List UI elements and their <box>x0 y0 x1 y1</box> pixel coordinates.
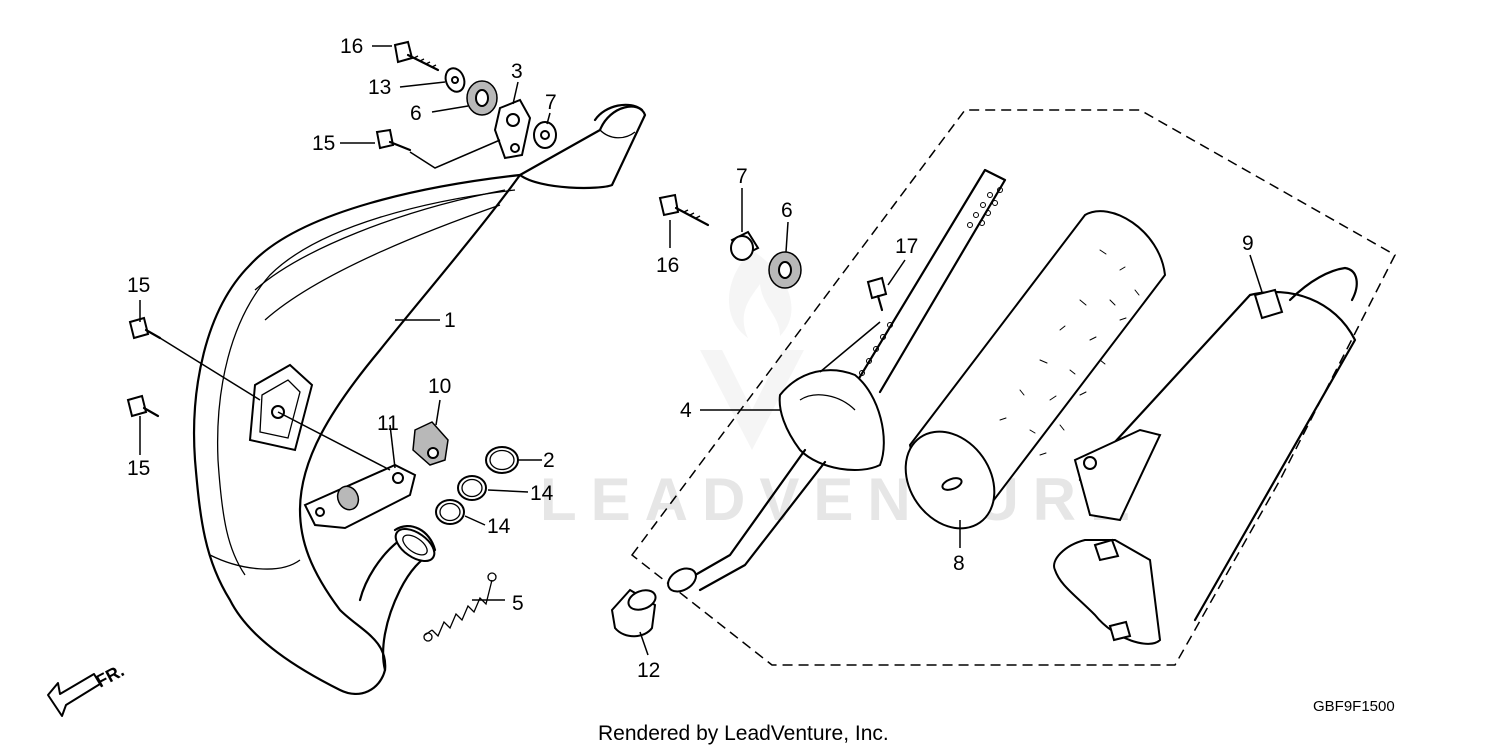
silencer-assembly-outline <box>630 109 1396 666</box>
silencer-mount-hardware <box>658 193 802 289</box>
callout-16: 16 <box>656 254 679 277</box>
silencer-packing <box>904 210 1167 530</box>
callout-3: 3 <box>511 60 523 83</box>
callout-5: 5 <box>512 592 524 615</box>
callout-12: 12 <box>637 659 660 682</box>
callout-15: 15 <box>127 457 150 480</box>
callout-6: 6 <box>410 102 422 125</box>
callout-2: 2 <box>543 449 555 472</box>
callout-7: 7 <box>736 165 748 188</box>
silencer-inner-pipe <box>667 168 1007 593</box>
callout-9: 9 <box>1242 232 1254 255</box>
top-mount-hardware <box>375 40 557 160</box>
callout-13: 13 <box>368 76 391 99</box>
callout-4: 4 <box>680 399 692 422</box>
callout-11: 11 <box>377 412 399 435</box>
rendered-by-footer: Rendered by LeadVenture, Inc. <box>598 722 889 745</box>
chamber-side-bolts <box>126 316 162 418</box>
callout-1: 1 <box>444 309 456 332</box>
arrow-down-left-icon <box>47 673 101 717</box>
callout-15: 15 <box>312 132 335 155</box>
callout-6: 6 <box>781 199 793 222</box>
joint-parts <box>303 421 519 642</box>
perforations <box>859 187 1003 376</box>
joint-collar <box>610 588 657 638</box>
callout-7: 7 <box>545 91 557 114</box>
diagram-code: GBF9F1500 <box>1313 698 1395 715</box>
watermark-text: LEADVENTURE <box>540 466 1144 533</box>
callout-16: 16 <box>340 35 363 58</box>
watermark: LEADVENTURE <box>540 250 1144 533</box>
callout-17: 17 <box>895 235 918 258</box>
expansion-chamber <box>192 103 647 695</box>
callouts: 16 13 6 3 7 15 1 15 15 10 11 2 14 14 5 1… <box>127 35 1254 682</box>
callout-15: 15 <box>127 274 150 297</box>
leader-lines <box>139 45 1263 656</box>
callout-10: 10 <box>428 375 451 398</box>
front-direction-indicator: FR. <box>47 660 127 717</box>
front-label: FR. <box>92 660 127 691</box>
silencer-outer-shell <box>1053 266 1358 645</box>
callout-8: 8 <box>953 552 965 575</box>
callout-14: 14 <box>487 515 511 538</box>
callout-14: 14 <box>530 482 554 505</box>
